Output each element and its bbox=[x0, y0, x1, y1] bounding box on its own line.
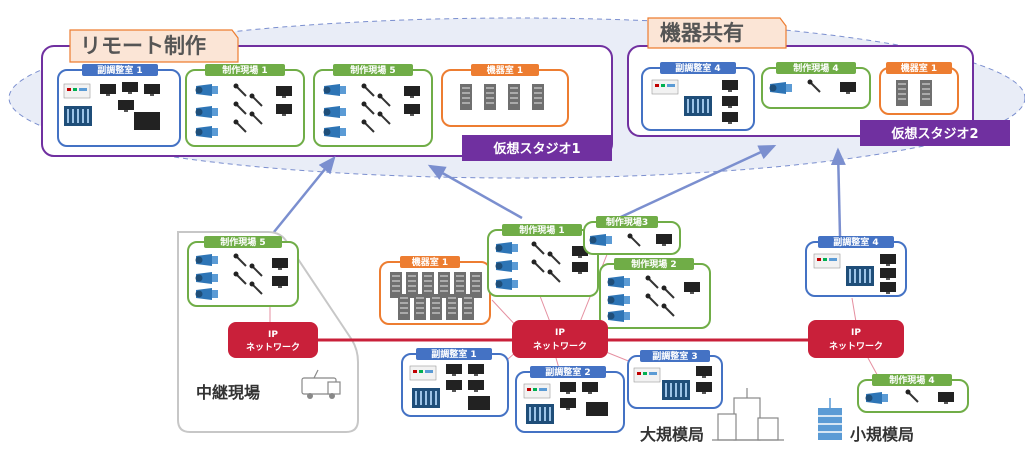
large-sub2-label: 副調整室 2 bbox=[545, 366, 590, 378]
server-rack-icon bbox=[532, 84, 544, 110]
top-site1-header bbox=[205, 64, 285, 76]
large-sub3-header bbox=[640, 350, 710, 362]
desk-icon bbox=[633, 367, 661, 383]
desk-icon bbox=[813, 253, 841, 269]
large-site1-header bbox=[502, 224, 582, 236]
server-rack-icon bbox=[398, 294, 410, 320]
ip-network-node-large bbox=[512, 320, 608, 358]
arrow-large-to-vs1 bbox=[427, 164, 523, 220]
virtual-studio-2-badge bbox=[860, 120, 1010, 146]
relay-site-label: 中継現場 bbox=[196, 383, 260, 402]
virtual-studio-1-badge bbox=[462, 135, 612, 161]
server-rack-icon bbox=[414, 294, 426, 320]
link-line bbox=[539, 295, 551, 323]
mixer-icon bbox=[526, 404, 554, 424]
server-rack-icon bbox=[508, 84, 520, 110]
small-site4-label: 制作現場 4 bbox=[889, 374, 934, 386]
top-equip1-label: 機器室 1 bbox=[487, 64, 523, 76]
server-rack-icon bbox=[460, 84, 472, 110]
virtual-studio-1-label: 仮想スタジオ1 bbox=[492, 141, 580, 157]
link-line bbox=[851, 297, 857, 323]
ip-network-node-relay bbox=[228, 322, 318, 358]
server-rack-icon bbox=[896, 80, 908, 106]
large-site3-label: 制作現場3 bbox=[606, 216, 648, 228]
top-sub4-label: 副調整室 4 bbox=[675, 62, 720, 74]
top-site1-label: 制作現場 1 bbox=[222, 64, 267, 76]
mixer-icon bbox=[684, 96, 712, 116]
ip-node-large-line1: IP bbox=[555, 328, 565, 338]
arrow-relay-to-vs1 bbox=[273, 156, 336, 233]
small-site4-header bbox=[872, 374, 952, 386]
relay-site5-header bbox=[204, 236, 282, 248]
mixer-icon bbox=[846, 266, 874, 286]
ip-node-small-line1: IP bbox=[851, 328, 861, 338]
large-sub1-label: 副調整室 1 bbox=[431, 348, 476, 360]
server-rack-icon bbox=[484, 84, 496, 110]
server-rack-icon bbox=[920, 80, 932, 106]
large-monitor-icon bbox=[586, 402, 608, 416]
desk-icon bbox=[651, 79, 679, 95]
arrow-large-to-vs2 bbox=[609, 144, 777, 224]
top-site5-label: 制作現場 5 bbox=[350, 64, 395, 76]
desk-icon bbox=[523, 383, 551, 399]
top-sub1-label: 副調整室 1 bbox=[97, 64, 142, 76]
server-rack-icon bbox=[446, 294, 458, 320]
top-site4-label: 制作現場 4 bbox=[793, 62, 838, 74]
sharing-title-tab bbox=[647, 17, 787, 49]
top-sub4-header bbox=[660, 62, 736, 74]
large-site2-header bbox=[614, 258, 694, 270]
desk-icon bbox=[409, 365, 437, 381]
large-monitor-icon bbox=[134, 112, 160, 130]
remote-title-tab bbox=[69, 29, 239, 63]
large-sub3-label: 副調整室 3 bbox=[652, 350, 697, 362]
large-building-icon bbox=[712, 388, 784, 441]
top-site4-header bbox=[776, 62, 856, 74]
large-monitor-icon bbox=[468, 396, 490, 410]
top-sub1-header bbox=[82, 64, 158, 76]
top-equip1-header bbox=[471, 64, 539, 76]
ob-van-icon bbox=[301, 369, 341, 399]
top-equip1b-label: 機器室 1 bbox=[901, 62, 937, 74]
top-equip1b-box bbox=[879, 67, 959, 115]
large-sub2-header bbox=[530, 366, 606, 378]
large-station-label: 大規模局 bbox=[640, 425, 704, 444]
small-building-icon bbox=[818, 398, 842, 440]
ip-node-large-line2: ネットワーク bbox=[533, 341, 587, 352]
large-equip1-label: 機器室 1 bbox=[412, 256, 448, 268]
ip-node-relay-line1: IP bbox=[268, 330, 278, 340]
virtual-studio-2-label: 仮想スタジオ2 bbox=[890, 126, 978, 142]
small-sub4-header bbox=[818, 236, 894, 248]
large-equip1-header bbox=[400, 256, 460, 268]
mixer-icon bbox=[64, 106, 92, 126]
desk-icon bbox=[63, 83, 91, 99]
remote-title: リモート制作 bbox=[80, 34, 206, 58]
mixer-icon bbox=[662, 380, 690, 400]
large-site3-header bbox=[596, 216, 658, 228]
ip-node-relay-line2: ネットワーク bbox=[246, 342, 300, 353]
server-rack-icon bbox=[462, 294, 474, 320]
large-site1-label: 制作現場 1 bbox=[519, 224, 564, 236]
arrow-small-to-vs2 bbox=[830, 147, 846, 237]
server-rack-icon bbox=[430, 294, 442, 320]
ip-network-node-small bbox=[808, 320, 904, 358]
relay-site5-label: 制作現場 5 bbox=[220, 236, 265, 248]
ip-node-small-line2: ネットワーク bbox=[829, 341, 883, 352]
mixer-icon bbox=[412, 388, 440, 408]
sharing-title: 機器共有 bbox=[660, 21, 744, 45]
small-station-label: 小規模局 bbox=[850, 425, 914, 444]
top-equip1b-header bbox=[886, 62, 952, 74]
large-site2-label: 制作現場 2 bbox=[631, 258, 676, 270]
small-sub4-label: 副調整室 4 bbox=[833, 236, 878, 248]
large-sub1-header bbox=[416, 348, 492, 360]
top-site5-header bbox=[333, 64, 413, 76]
